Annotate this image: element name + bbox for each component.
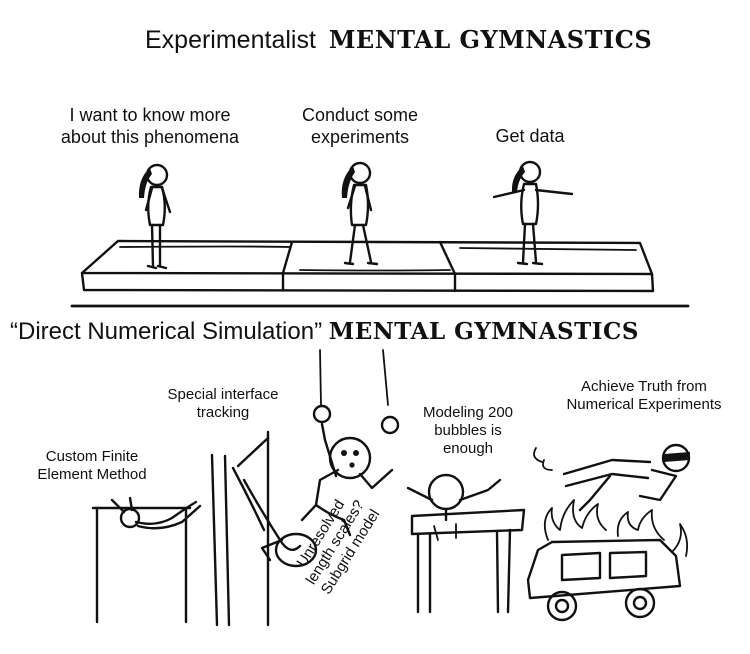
label-truth-line1: Achieve Truth from xyxy=(581,378,707,395)
step-label-3-line1: Get data xyxy=(495,126,565,146)
top-title-plain: Experimentalist xyxy=(145,26,316,54)
label-tracking-line2: tracking xyxy=(196,404,250,421)
high-bar-figure xyxy=(91,496,202,624)
step-label-1-line1: I want to know more xyxy=(69,105,231,125)
rings-figure xyxy=(300,349,400,537)
flaming-car-figure xyxy=(526,443,691,622)
label-bubbles-line2: bubbles is xyxy=(434,422,502,439)
step-label-2: Conduct some experiments xyxy=(280,105,440,148)
bottom-title-bold: MENTAL GYMNASTICS xyxy=(328,318,639,345)
gymnast-figure-2 xyxy=(341,161,379,266)
gymnast-figure-1 xyxy=(138,163,172,270)
gymnast-figure-3 xyxy=(492,160,574,266)
label-bubbles-line1: Modeling 200 xyxy=(422,404,514,421)
step-label-3: Get data xyxy=(470,126,590,148)
step-label-1-line2: about this phenomena xyxy=(60,126,240,147)
label-tracking: Special interface tracking xyxy=(150,386,296,422)
label-fem-line2: Element Method xyxy=(37,466,147,483)
label-fem-line1: Custom Finite xyxy=(45,448,139,465)
label-fem: Custom Finite Element Method xyxy=(22,448,162,484)
bottom-title-plain: “Direct Numerical Simulation” xyxy=(10,318,323,345)
gym-mats xyxy=(80,239,655,293)
label-truth: Achieve Truth from Numerical Experiments xyxy=(548,378,740,414)
label-tracking-line1: Special interface xyxy=(167,386,279,403)
bottom-title: “Direct Numerical Simulation” MENTAL GYM… xyxy=(10,318,639,347)
step-label-1: I want to know more about this phenomena xyxy=(40,105,260,148)
top-title-bold: MENTAL GYMNASTICS xyxy=(328,25,653,54)
pommel-horse-figure xyxy=(406,473,526,614)
label-bubbles-line3: enough xyxy=(442,440,494,457)
step-label-2-line2: experiments xyxy=(310,126,410,147)
label-bubbles: Modeling 200 bubbles is enough xyxy=(405,404,531,458)
step-label-2-line1: Conduct some xyxy=(301,105,419,125)
label-truth-line2: Numerical Experiments xyxy=(566,396,722,413)
top-title: Experimentalist MENTAL GYMNASTICS xyxy=(145,25,652,55)
uneven-bars-figure xyxy=(210,430,318,627)
